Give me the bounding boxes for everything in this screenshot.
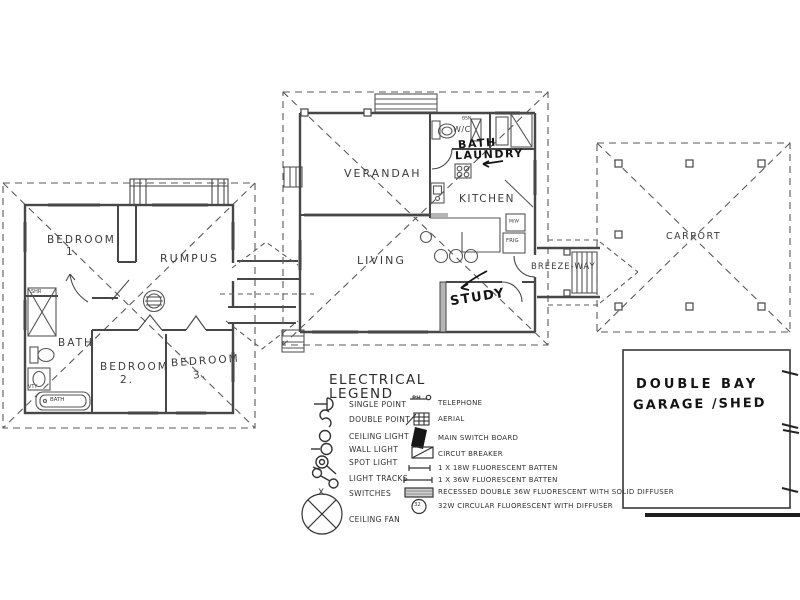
telephone-glyph: PH (412, 395, 421, 402)
legend-item-telephone: TELEPHONE (438, 399, 483, 407)
legend-item-batten-18w: 1 X 18W FLUORESCENT BATTEN (438, 464, 558, 472)
fixture-label-basin: BSN (462, 116, 472, 121)
circuit-breaker-icon (411, 446, 434, 459)
main-switch-board-icon (411, 427, 427, 449)
spot-light-icon (315, 455, 337, 475)
main-house-walls (298, 108, 537, 334)
legend-item-ceiling-light: CEILING LIGHT (349, 432, 410, 441)
legend-item-single-point: SINGLE POINT (349, 400, 407, 409)
connector-walkway (220, 241, 314, 353)
fixture-label-vanity: VTY (28, 384, 38, 390)
room-label-bath: BATH (58, 337, 94, 349)
fixture-label-fridge: FRIG (506, 238, 519, 244)
room-label-rumpus: RUMPUS (160, 252, 219, 265)
legend-item-light-tracks: LIGHT TRACKS (349, 474, 409, 483)
garage-note-box (622, 349, 800, 517)
room-label-bedroom2: BEDROOM (100, 361, 169, 373)
legend-item-batten-36w: 1 X 36W FLUORESCENT BATTEN (438, 476, 558, 484)
hand-annotation-arrows (460, 160, 504, 291)
circular-fluoro-value: 32 (414, 502, 421, 508)
legend-item-ceiling-fan: CEILING FAN (349, 515, 401, 524)
switches-glyph: X (318, 488, 325, 498)
fluoro-batten-36w-icon (403, 477, 433, 483)
legend-item-main-switch-board: MAIN SWITCH BOARD (438, 434, 519, 442)
light-tracks-icon (311, 466, 339, 489)
recessed-fluoro-icon (404, 487, 434, 498)
fluoro-batten-18w-icon (408, 465, 431, 471)
room-label-bedroom2-number: 2. (120, 374, 135, 386)
room-label-bedroom1-number: 1. (66, 246, 81, 258)
left-house-walls (23, 178, 235, 415)
kitchen-laundry-fixtures (419, 113, 534, 264)
fixture-label-bathtub: BATH (50, 397, 65, 403)
carport-structure (596, 142, 791, 333)
breezeway-structure (537, 239, 639, 306)
legend-item-switches: SWITCHES (349, 489, 392, 498)
legend-item-aerial: AERIAL (438, 415, 465, 423)
double-point-icon (319, 409, 332, 428)
legend-title-line2: LEGEND (329, 386, 394, 402)
room-label-bedroom3-number: 3. (192, 368, 208, 382)
single-point-icon (314, 397, 334, 411)
ceiling-fan-icon (301, 493, 343, 535)
legend-item-circular-fluoro: 32W CIRCULAR FLUORESCENT WITH DIFFUSER (438, 502, 613, 510)
circular-fluoro-icon (411, 498, 427, 515)
ceiling-light-icon (318, 429, 332, 443)
handwritten-laundry-label: LAUNDRY (454, 146, 525, 163)
legend-item-double-point: DOUBLE POINT (349, 415, 411, 424)
handwritten-garage-note-line2: GARAGE /SHED (632, 395, 767, 414)
legend-title-line1: ELECTRICAL (329, 372, 426, 388)
legend-item-recessed-fluoro: RECESSED DOUBLE 36W FLUORESCENT WITH SOL… (438, 488, 674, 496)
aerial-icon (405, 412, 430, 426)
legend-item-circuit-breaker: CIRCUT BREAKER (438, 450, 503, 458)
room-label-carport: CARPORT (666, 231, 722, 242)
telephone-icon (410, 394, 432, 401)
room-label-wc: W/C (453, 125, 471, 134)
room-label-bedroom1: BEDROOM (47, 234, 116, 246)
left-house-roof-outline (2, 182, 256, 429)
wall-light-icon (311, 442, 333, 456)
legend-item-spot-light: SPOT LIGHT (349, 458, 398, 467)
room-label-breezeway: BREEZE-WAY (531, 262, 596, 272)
room-label-kitchen: KITCHEN (459, 193, 515, 205)
left-house-fixtures (27, 287, 166, 411)
room-label-verandah: VERANDAH (344, 167, 422, 180)
room-label-living: LIVING (357, 254, 406, 267)
handwritten-garage-note-line1: DOUBLE BAY (636, 377, 759, 392)
fixture-label-shower: SHR (31, 289, 42, 295)
legend-item-wall-light: WALL LIGHT (349, 445, 399, 454)
main-house-roof-outline (282, 91, 549, 346)
fixture-label-appliance: M/W (509, 219, 519, 224)
legend-symbols (301, 394, 434, 535)
